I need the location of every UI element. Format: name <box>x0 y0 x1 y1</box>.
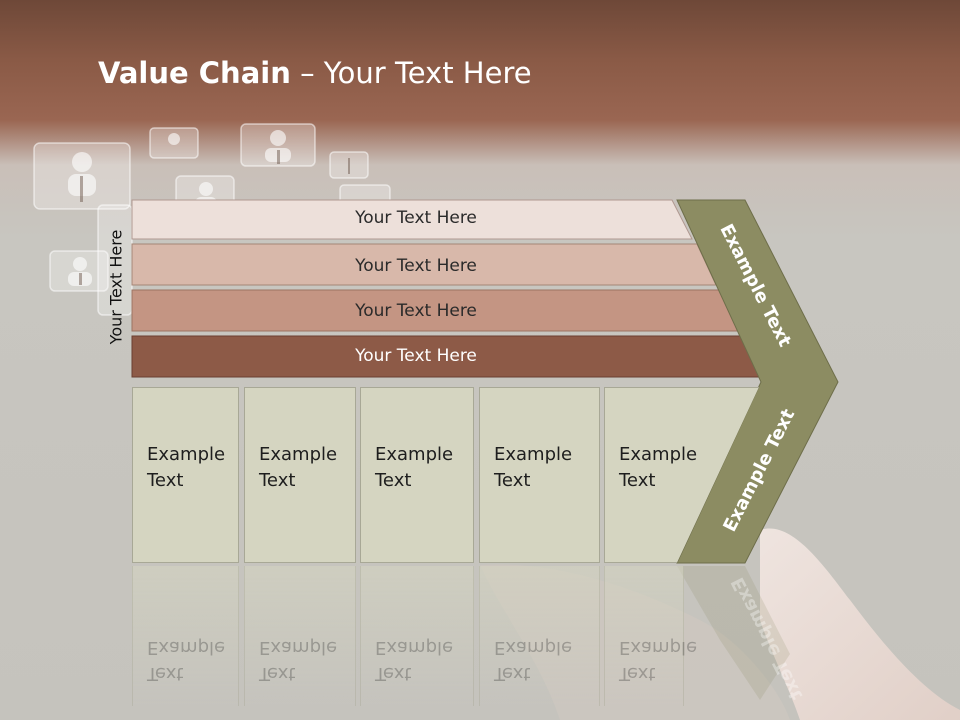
box-5-line2: Text <box>619 470 656 491</box>
box-5-line1: Example <box>619 444 698 465</box>
box-2-reflection-line2: Example <box>259 637 338 658</box>
box-4-reflection: Text Example <box>479 566 600 706</box>
box-5-reflection: Text Example <box>604 566 697 706</box>
box-4-line1: Example <box>494 444 573 465</box>
box-2-reflection-line1: Text <box>259 663 296 684</box>
row-3-label: Your Text Here <box>355 301 477 321</box>
box-5-reflection-line2: Example <box>619 637 698 658</box>
box-3-line2: Text <box>375 470 412 491</box>
box-2: Example Text <box>244 387 356 563</box>
row-2-label: Your Text Here <box>355 256 477 276</box>
page-title: Value Chain – Your Text Here <box>98 56 532 90</box>
chevron-reflection <box>677 566 790 700</box>
box-2-reflection: Text Example <box>244 566 356 706</box>
page-title-rest: – Your Text Here <box>290 56 532 90</box>
box-4-reflection-line1: Text <box>494 663 531 684</box>
box-1: Example Text <box>132 387 239 563</box>
box-4-reflection-line2: Example <box>494 637 573 658</box>
box-1-reflection-line2: Example <box>147 637 226 658</box>
box-2-line2: Text <box>259 470 296 491</box>
box-1-reflection: Text Example <box>132 566 239 706</box>
box-3-reflection-line1: Text <box>375 663 412 684</box>
box-3: Example Text <box>360 387 474 563</box>
row-1-label: Your Text Here <box>355 208 477 228</box>
box-3-reflection-line2: Example <box>375 637 454 658</box>
chevron-arrow <box>676 199 839 564</box>
box-5-reflection-line1: Text <box>619 663 656 684</box>
box-2-line1: Example <box>259 444 338 465</box>
box-1-line2: Text <box>147 470 184 491</box>
box-4: Example Text <box>479 387 600 563</box>
row-1-bar <box>131 199 693 240</box>
box-1-line1: Example <box>147 444 226 465</box>
row-4-label: Your Text Here <box>355 346 477 366</box>
box-3-reflection: Text Example <box>360 566 474 706</box>
box-3-line1: Example <box>375 444 454 465</box>
box-4-line2: Text <box>494 470 531 491</box>
page-title-bold: Value Chain <box>98 56 291 90</box>
box-1-reflection-line1: Text <box>147 663 184 684</box>
